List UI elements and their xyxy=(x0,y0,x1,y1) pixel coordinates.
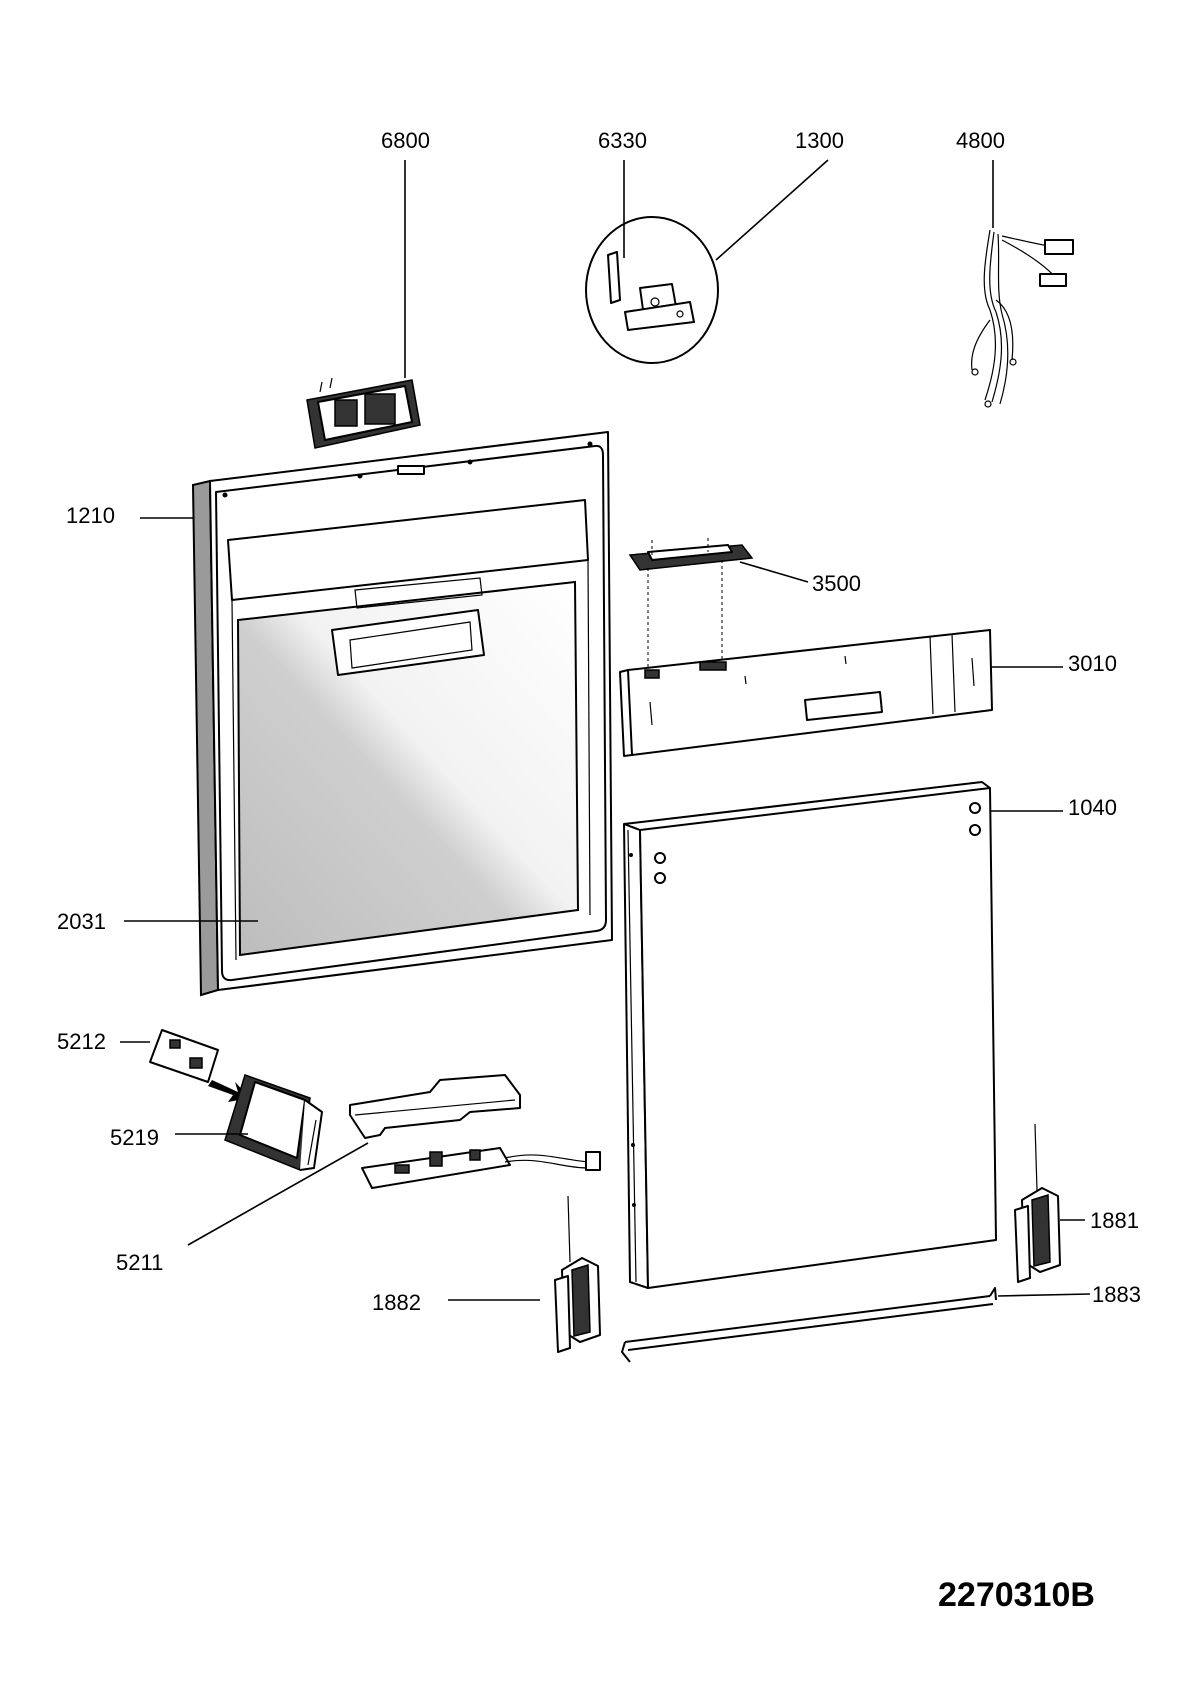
label-2031: 2031 xyxy=(57,909,106,934)
part-1300-door-switch xyxy=(585,216,719,364)
label-5212: 5212 xyxy=(57,1029,106,1054)
leader-lines xyxy=(120,159,1091,1301)
label-1210: 1210 xyxy=(66,503,115,528)
part-5211-electronic-board xyxy=(349,1074,601,1189)
part-1881-right-hinge xyxy=(1014,1123,1061,1283)
part-1882-left-hinge xyxy=(554,1195,601,1353)
part-4800-wiring-harness xyxy=(970,229,1074,408)
label-4800: 4800 xyxy=(956,128,1005,153)
label-1881: 1881 xyxy=(1090,1208,1139,1233)
part-3500-bracket xyxy=(628,544,754,571)
label-6800: 6800 xyxy=(381,128,430,153)
drawing-code: 2270310B xyxy=(938,1576,1095,1614)
label-5211: 5211 xyxy=(116,1250,163,1275)
part-1040-outer-door xyxy=(623,781,997,1289)
label-3010: 3010 xyxy=(1068,651,1117,676)
part-labels: 6800 6330 1300 4800 1210 3500 3010 1040 … xyxy=(57,128,1141,1315)
label-3500: 3500 xyxy=(812,571,861,596)
part-3010-control-panel xyxy=(619,629,993,757)
label-1040: 1040 xyxy=(1068,795,1117,820)
label-1883: 1883 xyxy=(1092,1282,1141,1307)
label-1882: 1882 xyxy=(372,1290,421,1315)
label-1300: 1300 xyxy=(795,128,844,153)
label-5219: 5219 xyxy=(110,1125,159,1150)
part-1883-rod xyxy=(621,1287,997,1363)
label-6330: 6330 xyxy=(598,128,647,153)
part-5219-dispenser xyxy=(224,1074,323,1172)
part-1210-inner-door xyxy=(191,431,613,997)
part-5212-card xyxy=(149,1029,219,1083)
part-6800-control-module xyxy=(306,377,421,449)
